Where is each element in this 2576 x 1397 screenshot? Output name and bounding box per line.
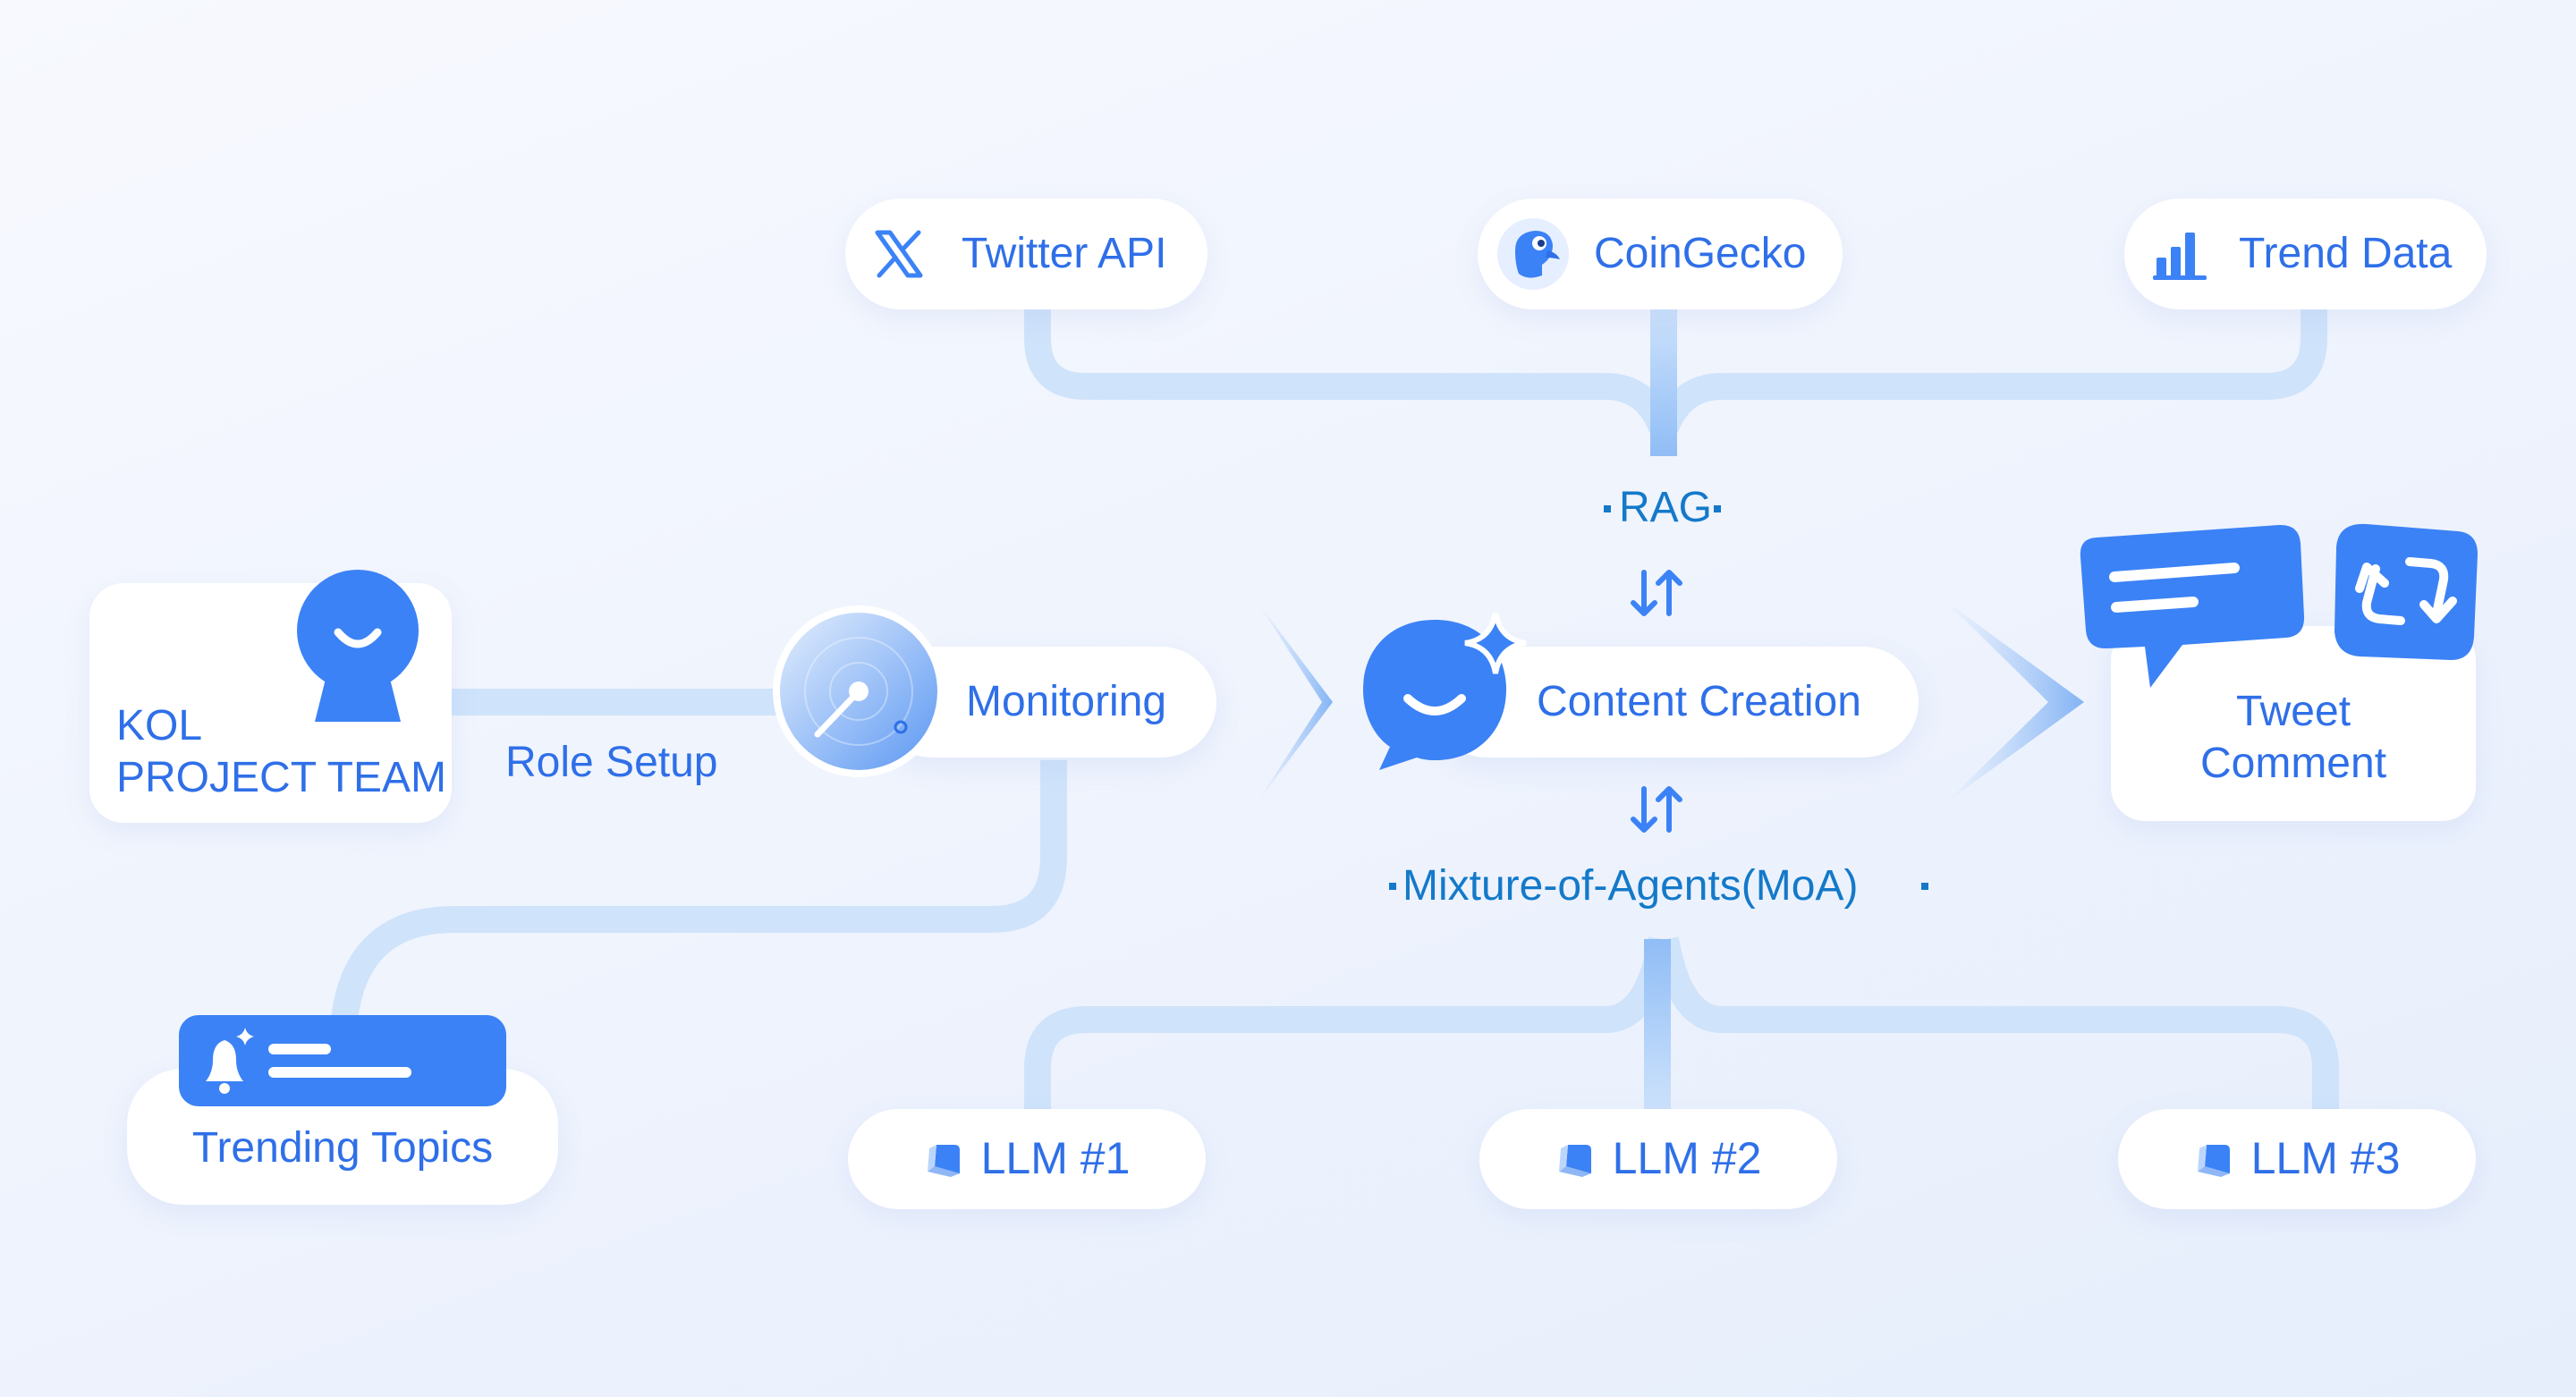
output-label-line1: Tweet [2235,688,2351,735]
notification-banner [179,1015,506,1106]
llm-label: LLM #2 [1612,1133,1762,1184]
swap-arrows-bottom [1631,786,1682,833]
moa-label: Mixture-of-Agents(MoA) [1402,862,1859,910]
x-logo-icon [870,225,928,283]
llm-label: LLM #3 [2250,1133,2401,1184]
trending-topics-label: Trending Topics [191,1123,494,1172]
retweet-icon [2334,523,2478,660]
content-creation-node: Content Creation [1431,647,1919,758]
source-label: Twitter API [962,230,1167,278]
flow-arrow-1 [1257,601,1333,803]
connector-llm1 [1024,936,1675,1109]
bar-chart-icon [2151,225,2208,283]
rag-label: RAG [1619,484,1713,531]
output-label-line2: Comment [2199,740,2387,787]
source-trend-data: Trend Data [2124,199,2487,309]
radar-icon [773,605,945,777]
cube-icon [1558,1145,1591,1177]
monitoring-label: Monitoring [966,678,1167,726]
connector-trend [1653,309,2327,433]
content-creation-label: Content Creation [1537,678,1861,726]
chat-bubble-sparkle-icon [1363,613,1527,770]
connector-twitter [1024,309,1674,433]
flow-arrow-2 [1945,601,2084,803]
speech-bubble-icon [2080,524,2305,688]
person-icon [297,570,419,722]
coingecko-logo-icon [1497,218,1569,290]
llm-3-node: LLM #3 [2118,1109,2476,1209]
cube-icon [2197,1145,2230,1177]
cube-icon [927,1145,960,1177]
llm-label: LLM #1 [980,1133,1131,1184]
role-setup-label: Role Setup [505,739,718,786]
connector-llm2 [1644,939,1671,1111]
bell-icon [206,1028,254,1094]
connector-trending [331,760,1067,1022]
kol-label-line1: KOL [116,702,203,749]
connector-llm3 [1652,936,2339,1109]
llm-2-node: LLM #2 [1479,1109,1837,1209]
swap-arrows-top [1631,570,1682,616]
kol-label-line2: PROJECT TEAM [116,754,446,801]
source-label: Trend Data [2239,230,2453,278]
source-twitter-api: Twitter API [845,199,1208,309]
connector-coingecko [1650,309,1677,456]
source-label: CoinGecko [1594,230,1807,278]
llm-1-node: LLM #1 [848,1109,1206,1209]
source-coingecko: CoinGecko [1478,199,1843,309]
